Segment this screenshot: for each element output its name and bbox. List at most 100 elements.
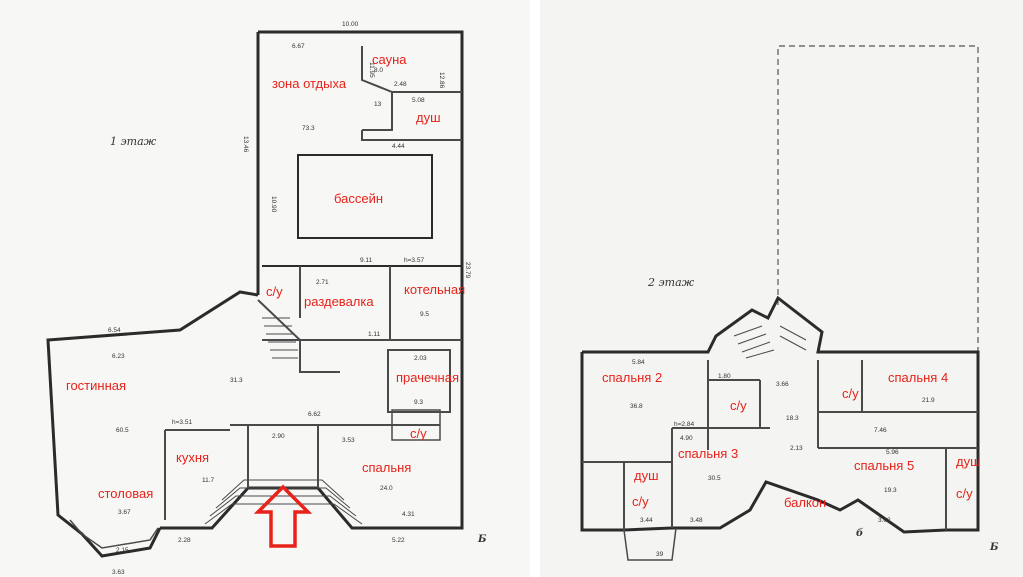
label2-wc: с/у bbox=[730, 398, 747, 413]
stairs-f2 bbox=[733, 325, 807, 359]
dim2-596: 5.96 bbox=[886, 449, 899, 456]
label-pool: бассейн bbox=[334, 191, 383, 206]
dim-654: 6.54 bbox=[108, 327, 121, 334]
dim-laundry-area: 9.3 bbox=[414, 399, 423, 406]
dim-2379: 23.79 bbox=[464, 262, 471, 279]
f2-outline bbox=[580, 295, 980, 534]
stairs-f1 bbox=[262, 317, 298, 359]
dim2-h284: h=2.84 bbox=[674, 421, 694, 428]
dim-662: 6.62 bbox=[308, 411, 321, 418]
label2-bedroom5: спальня 5 bbox=[854, 458, 914, 473]
floor2-axis-mark-B: Б bbox=[989, 542, 999, 553]
dim-boiler-area: 9.5 bbox=[420, 311, 429, 318]
dim-431: 4.31 bbox=[402, 511, 415, 518]
dim2-302: 3.02 bbox=[878, 517, 891, 524]
dim2-213: 2.13 bbox=[790, 445, 803, 452]
label-shower: душ bbox=[416, 110, 441, 125]
pool-basin bbox=[297, 154, 433, 239]
dim2-39: 39 bbox=[656, 551, 664, 558]
dim2-584: 5.84 bbox=[632, 359, 645, 366]
label-bedroom: спальня bbox=[362, 460, 411, 475]
dim-bedroom-area: 24.0 bbox=[380, 485, 393, 492]
label2-balcony: балкон bbox=[784, 495, 826, 510]
label-rest-zone: зона отдыха bbox=[272, 76, 347, 91]
dim-522: 5.22 bbox=[392, 537, 405, 544]
floor1-axis-mark: Б bbox=[477, 534, 487, 545]
dim-1195: 11.95 bbox=[368, 62, 375, 78]
dim2-366: 3.66 bbox=[776, 381, 789, 388]
laundry-room-outline bbox=[387, 349, 451, 413]
label2-wc3: с/у bbox=[632, 494, 649, 509]
label-wc: с/у bbox=[266, 284, 283, 299]
roof-outline-dashed bbox=[777, 45, 979, 360]
dim-313: 31.3 bbox=[230, 377, 243, 384]
floor2-sheet bbox=[540, 0, 1023, 577]
dim-203: 2.03 bbox=[414, 355, 427, 362]
dim-248: 2.48 bbox=[394, 81, 407, 88]
dim2-180: 1.80 bbox=[718, 373, 731, 380]
label2-wc4: с/у bbox=[956, 486, 973, 501]
dim2-bedroom3-area: 30.5 bbox=[708, 475, 721, 482]
dim-kitchen-area: 11.7 bbox=[202, 477, 215, 484]
label-changing-room: раздевалка bbox=[304, 294, 374, 309]
dim-215: 2.15 bbox=[116, 547, 129, 554]
label2-bedroom2: спальня 2 bbox=[602, 370, 662, 385]
dim-508: 5.08 bbox=[412, 97, 425, 104]
label-laundry: прачечная bbox=[396, 370, 459, 385]
dim-1286: 12.86 bbox=[438, 72, 445, 89]
label-dining-room: столовая bbox=[98, 486, 153, 501]
dim2-bedroom4-area: 21.9 bbox=[922, 397, 935, 404]
dim-111: 1.11 bbox=[368, 331, 381, 338]
label2-bedroom4: спальня 4 bbox=[888, 370, 948, 385]
label2-bedroom3: спальня 3 bbox=[678, 446, 738, 461]
label2-wc2: с/у bbox=[842, 386, 859, 401]
f1-wall-left bbox=[46, 290, 259, 558]
dim-353: 3.53 bbox=[342, 437, 355, 444]
dim-sauna-area: 8.0 bbox=[374, 67, 383, 74]
dim2-hall-area: 18.3 bbox=[786, 415, 799, 422]
entrance-arrow bbox=[253, 484, 313, 548]
label-living-room: гостинная bbox=[66, 378, 126, 393]
label2-shower2: душ bbox=[956, 454, 981, 469]
dim2-746: 7.46 bbox=[874, 427, 887, 434]
dim-h351: h=3.51 bbox=[172, 419, 192, 426]
dim-667: 6.67 bbox=[292, 43, 305, 50]
dim-290: 2.90 bbox=[272, 433, 285, 440]
label-kitchen: кухня bbox=[176, 450, 209, 465]
label-boiler-room: котельная bbox=[404, 282, 465, 297]
dining-bay-window bbox=[69, 519, 159, 549]
dim2-490: 4.90 bbox=[680, 435, 693, 442]
floor2-axis-mark-b: б bbox=[856, 528, 863, 539]
floor2-title: 2 этаж bbox=[647, 276, 695, 289]
dim-444: 4.44 bbox=[392, 143, 405, 150]
dim2-bedroom5-area: 19.3 bbox=[884, 487, 897, 494]
label2-shower: душ bbox=[634, 468, 659, 483]
dim-271: 2.71 bbox=[316, 279, 329, 286]
floor1-title: 1 этаж bbox=[110, 135, 157, 148]
dim2-bedroom2-area: 36.8 bbox=[630, 403, 643, 410]
dim-911: 9.11 bbox=[360, 257, 373, 264]
label-wc2: с/у bbox=[410, 426, 427, 441]
dim-1346: 13.46 bbox=[242, 136, 249, 153]
rest-zone-partition bbox=[361, 130, 462, 141]
dim2-344: 3.44 bbox=[640, 517, 653, 524]
dim2-348: 3.48 bbox=[690, 517, 703, 524]
floor1-sheet bbox=[0, 0, 530, 577]
dim-228: 2.28 bbox=[178, 537, 191, 544]
label-sauna: сауна bbox=[372, 52, 407, 67]
stairs-wall bbox=[257, 299, 340, 373]
dim-dining-area: 3.67 bbox=[118, 509, 131, 516]
f1-wall-upper-right bbox=[258, 30, 464, 280]
floor2-plan: 2 этаж б Б 5.84 36.8 3.66 1.80 18.3 21.9… bbox=[580, 45, 999, 561]
dim-1090: 10.90 bbox=[270, 196, 277, 213]
floor1-plan: 1 этаж Б 10.00 6.67 8.0 2.48 12.86 11.95… bbox=[46, 21, 487, 576]
dim-rest-area: 73.3 bbox=[302, 125, 315, 132]
dim-623: 6.23 bbox=[112, 353, 125, 360]
f2-bay-window bbox=[623, 527, 677, 561]
dim-h357: h=3.57 bbox=[404, 257, 424, 264]
dim-13: 13 bbox=[374, 101, 382, 108]
dim-363: 3.63 bbox=[112, 569, 125, 576]
dim-living-area: 60.5 bbox=[116, 427, 129, 434]
